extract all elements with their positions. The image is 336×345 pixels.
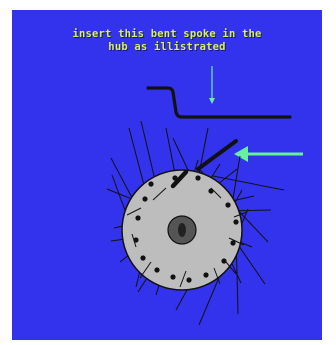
arrow-left-icon (234, 146, 303, 162)
axle-hole (178, 223, 186, 237)
bent-spoke (148, 88, 290, 117)
arrow-down-icon (209, 66, 215, 104)
